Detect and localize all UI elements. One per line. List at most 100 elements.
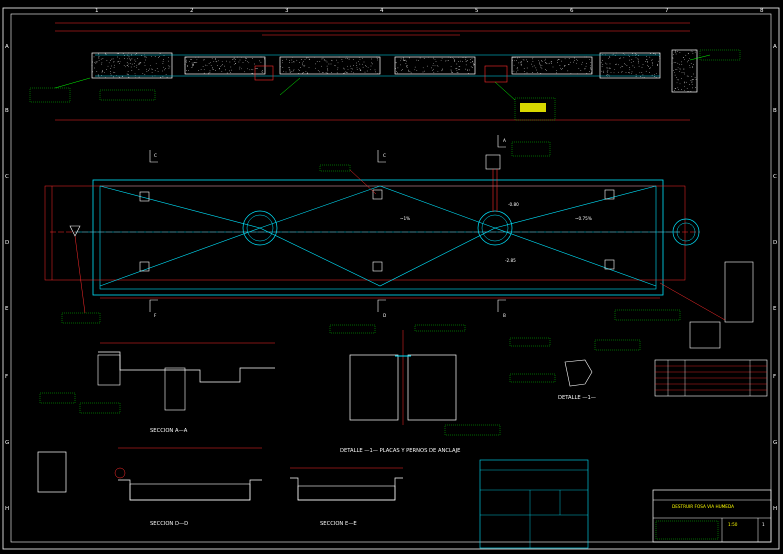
hatch-dot [408, 69, 410, 71]
hatch-dot [645, 70, 647, 72]
hatch-dot [356, 62, 357, 64]
note-leader-3 [494, 81, 516, 101]
hatch-dot [263, 58, 265, 60]
hatch-dot [111, 58, 113, 60]
sump-left-inner [246, 214, 274, 242]
hatch-dot [130, 58, 132, 60]
hatch-dot [458, 61, 459, 62]
anchor-plate-5 [372, 261, 383, 272]
cut-marker-2 [377, 150, 386, 163]
inlet-triangle [69, 225, 81, 237]
hatch-dot [550, 63, 552, 64]
hatch-dot [210, 65, 212, 67]
hatch-dot [422, 71, 424, 73]
hatch-dot [113, 67, 115, 68]
hatch-dot [620, 67, 622, 69]
hatch-dot [289, 71, 291, 73]
slab-left [91, 52, 173, 79]
hatch-dot [410, 72, 412, 74]
hatch-dot [141, 55, 142, 56]
hatch-dot [204, 59, 205, 61]
section-d-caption: SECCION D—D [150, 521, 188, 527]
hatch-dot [114, 64, 115, 66]
hatch-dot [255, 67, 256, 69]
hatch-dot [397, 67, 399, 69]
slope-label-2: ~0.75% [575, 216, 592, 221]
section-a-note-2 [79, 402, 121, 414]
slab-mid-right [394, 56, 476, 75]
hatch-dot [196, 62, 198, 63]
hatch-dot [445, 60, 446, 62]
hatch-dot [458, 65, 460, 67]
hatch-dot [192, 66, 193, 68]
hatch-dot [192, 64, 194, 66]
hatch-dot [151, 68, 153, 70]
hatch-dot [325, 60, 327, 62]
hatch-dot [316, 61, 318, 62]
hatch-dot [450, 69, 452, 71]
hatch-dot [555, 72, 557, 74]
hatch-dot [692, 66, 693, 68]
hatch-dot [677, 87, 679, 89]
hatch-dot [195, 56, 197, 58]
detail-1b-caption: DETALLE —1— [558, 395, 596, 401]
project-title: DESTRUIR FOSA VIA HUMEDA [672, 504, 734, 509]
hatch-dot [683, 68, 685, 70]
pit-wall-right [671, 49, 698, 93]
side-detail-box-2 [689, 321, 721, 349]
hatch-dot [651, 59, 653, 61]
hatch-dot [159, 53, 161, 55]
hatch-dot [327, 70, 329, 72]
hatch-dot [659, 58, 661, 59]
hatch-dot [239, 68, 240, 70]
hatch-dot [112, 76, 114, 78]
hatch-dot [95, 62, 97, 64]
hatch-dot [629, 56, 630, 57]
grid-row-c: C [5, 174, 9, 180]
hatch-dot [146, 71, 148, 72]
hatch-dot [621, 70, 623, 72]
hatch-dot [561, 60, 562, 62]
hatch-dot [586, 72, 588, 74]
hatch-dot [327, 68, 328, 70]
hatch-dot [679, 52, 681, 53]
hatch-dot [472, 61, 474, 63]
hatch-dot [657, 63, 659, 65]
hatch-dot [352, 68, 353, 70]
hatch-dot [564, 58, 566, 60]
drain-box-1 [254, 65, 274, 81]
hatch-dot [685, 54, 687, 56]
hatch-dot [292, 56, 293, 58]
hatch-dot [229, 70, 231, 72]
hatch-dot [343, 73, 345, 74]
hatch-dot [168, 57, 169, 59]
grid-row-a-right: A [773, 44, 777, 50]
hatch-dot [433, 62, 434, 64]
hatch-dot [684, 58, 685, 60]
hatch-dot [319, 71, 321, 73]
hatch-dot [203, 68, 205, 70]
grid-row-d: D [5, 240, 9, 246]
hatch-dot [377, 59, 378, 61]
hatch-dot [456, 72, 458, 73]
hatch-dot [613, 52, 615, 54]
hatch-dot [215, 70, 217, 71]
hatch-dot [618, 64, 619, 66]
hatch-dot [226, 72, 228, 74]
hatch-dot [314, 56, 316, 58]
plan-note-3 [511, 141, 551, 157]
hatch-dot [678, 89, 679, 90]
hatch-dot [327, 67, 329, 69]
hatch-dot [396, 62, 397, 64]
hatch-dot [433, 71, 435, 73]
hatch-dot [348, 58, 350, 60]
hatch-dot [633, 66, 635, 68]
hatch-dot [322, 57, 324, 59]
hatch-dot [224, 65, 226, 67]
hatch-dot [104, 52, 106, 54]
hatch-dot [303, 60, 304, 62]
hatch-dot [336, 59, 337, 61]
note-block-4 [699, 49, 741, 61]
hatch-dot [164, 69, 165, 71]
hatch-dot [693, 73, 695, 75]
